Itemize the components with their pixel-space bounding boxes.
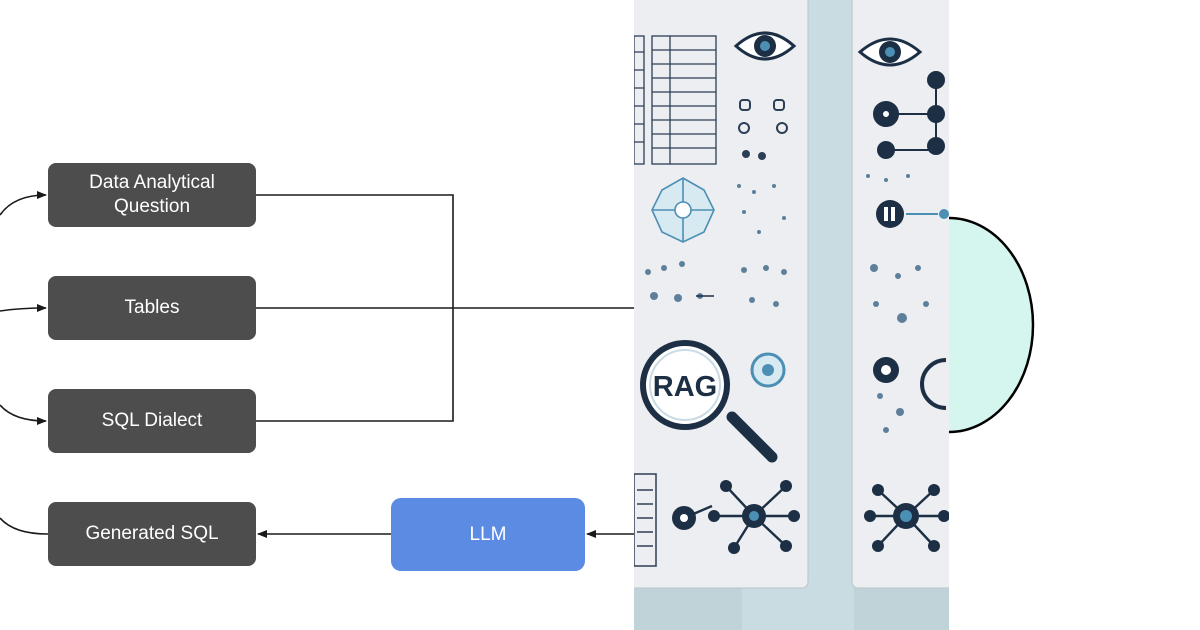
hub-network-icon-right <box>864 484 949 552</box>
node-sql-dialect-label: SQL Dialect <box>101 410 203 431</box>
incoming-curve-generated <box>0 517 49 535</box>
rag-illustration-graphic: RAG <box>634 0 949 630</box>
mint-half-circle <box>949 216 1035 434</box>
node-tables-label: Tables <box>124 297 180 318</box>
node-generated-sql-label: Generated SQL <box>85 523 219 544</box>
node-llm: LLM <box>391 498 585 571</box>
network-sphere-icon <box>651 177 715 243</box>
node-llm-label: LLM <box>469 523 507 545</box>
eye-icon <box>733 31 797 61</box>
pause-node-icon <box>876 200 949 228</box>
node-data-analytical-question: Data Analytical Question <box>48 163 256 227</box>
target-icon <box>750 352 786 388</box>
incoming-arrow-tables <box>0 304 47 313</box>
tree-network-icon <box>873 71 945 159</box>
partial-magnifier-icon <box>920 358 947 410</box>
magnifier-icon: RAG <box>640 340 778 463</box>
hub-network-icon <box>672 480 800 554</box>
rag-text: RAG <box>653 371 717 403</box>
illustration-panel-right <box>851 0 949 589</box>
dark-node-icon-center <box>881 365 891 375</box>
node-sql-dialect: SQL Dialect <box>48 389 256 453</box>
table-grid-icon <box>634 35 717 165</box>
node-generated-sql: Generated SQL <box>48 502 256 566</box>
incoming-arrow-question <box>0 191 47 216</box>
node-data-analytical-question-label: Data Analytical Question <box>89 172 215 217</box>
scatter-dots-icon <box>645 184 787 307</box>
document-lines-icon <box>634 473 657 567</box>
eye-icon-right <box>857 37 923 67</box>
scatter-dots-icon-right <box>866 174 929 433</box>
incoming-arrow-dialect <box>0 404 47 425</box>
rag-illustration: RAG <box>634 0 949 630</box>
small-node-icons <box>738 99 788 160</box>
node-tables: Tables <box>48 276 256 340</box>
illustration-panel-left: RAG <box>634 0 809 589</box>
